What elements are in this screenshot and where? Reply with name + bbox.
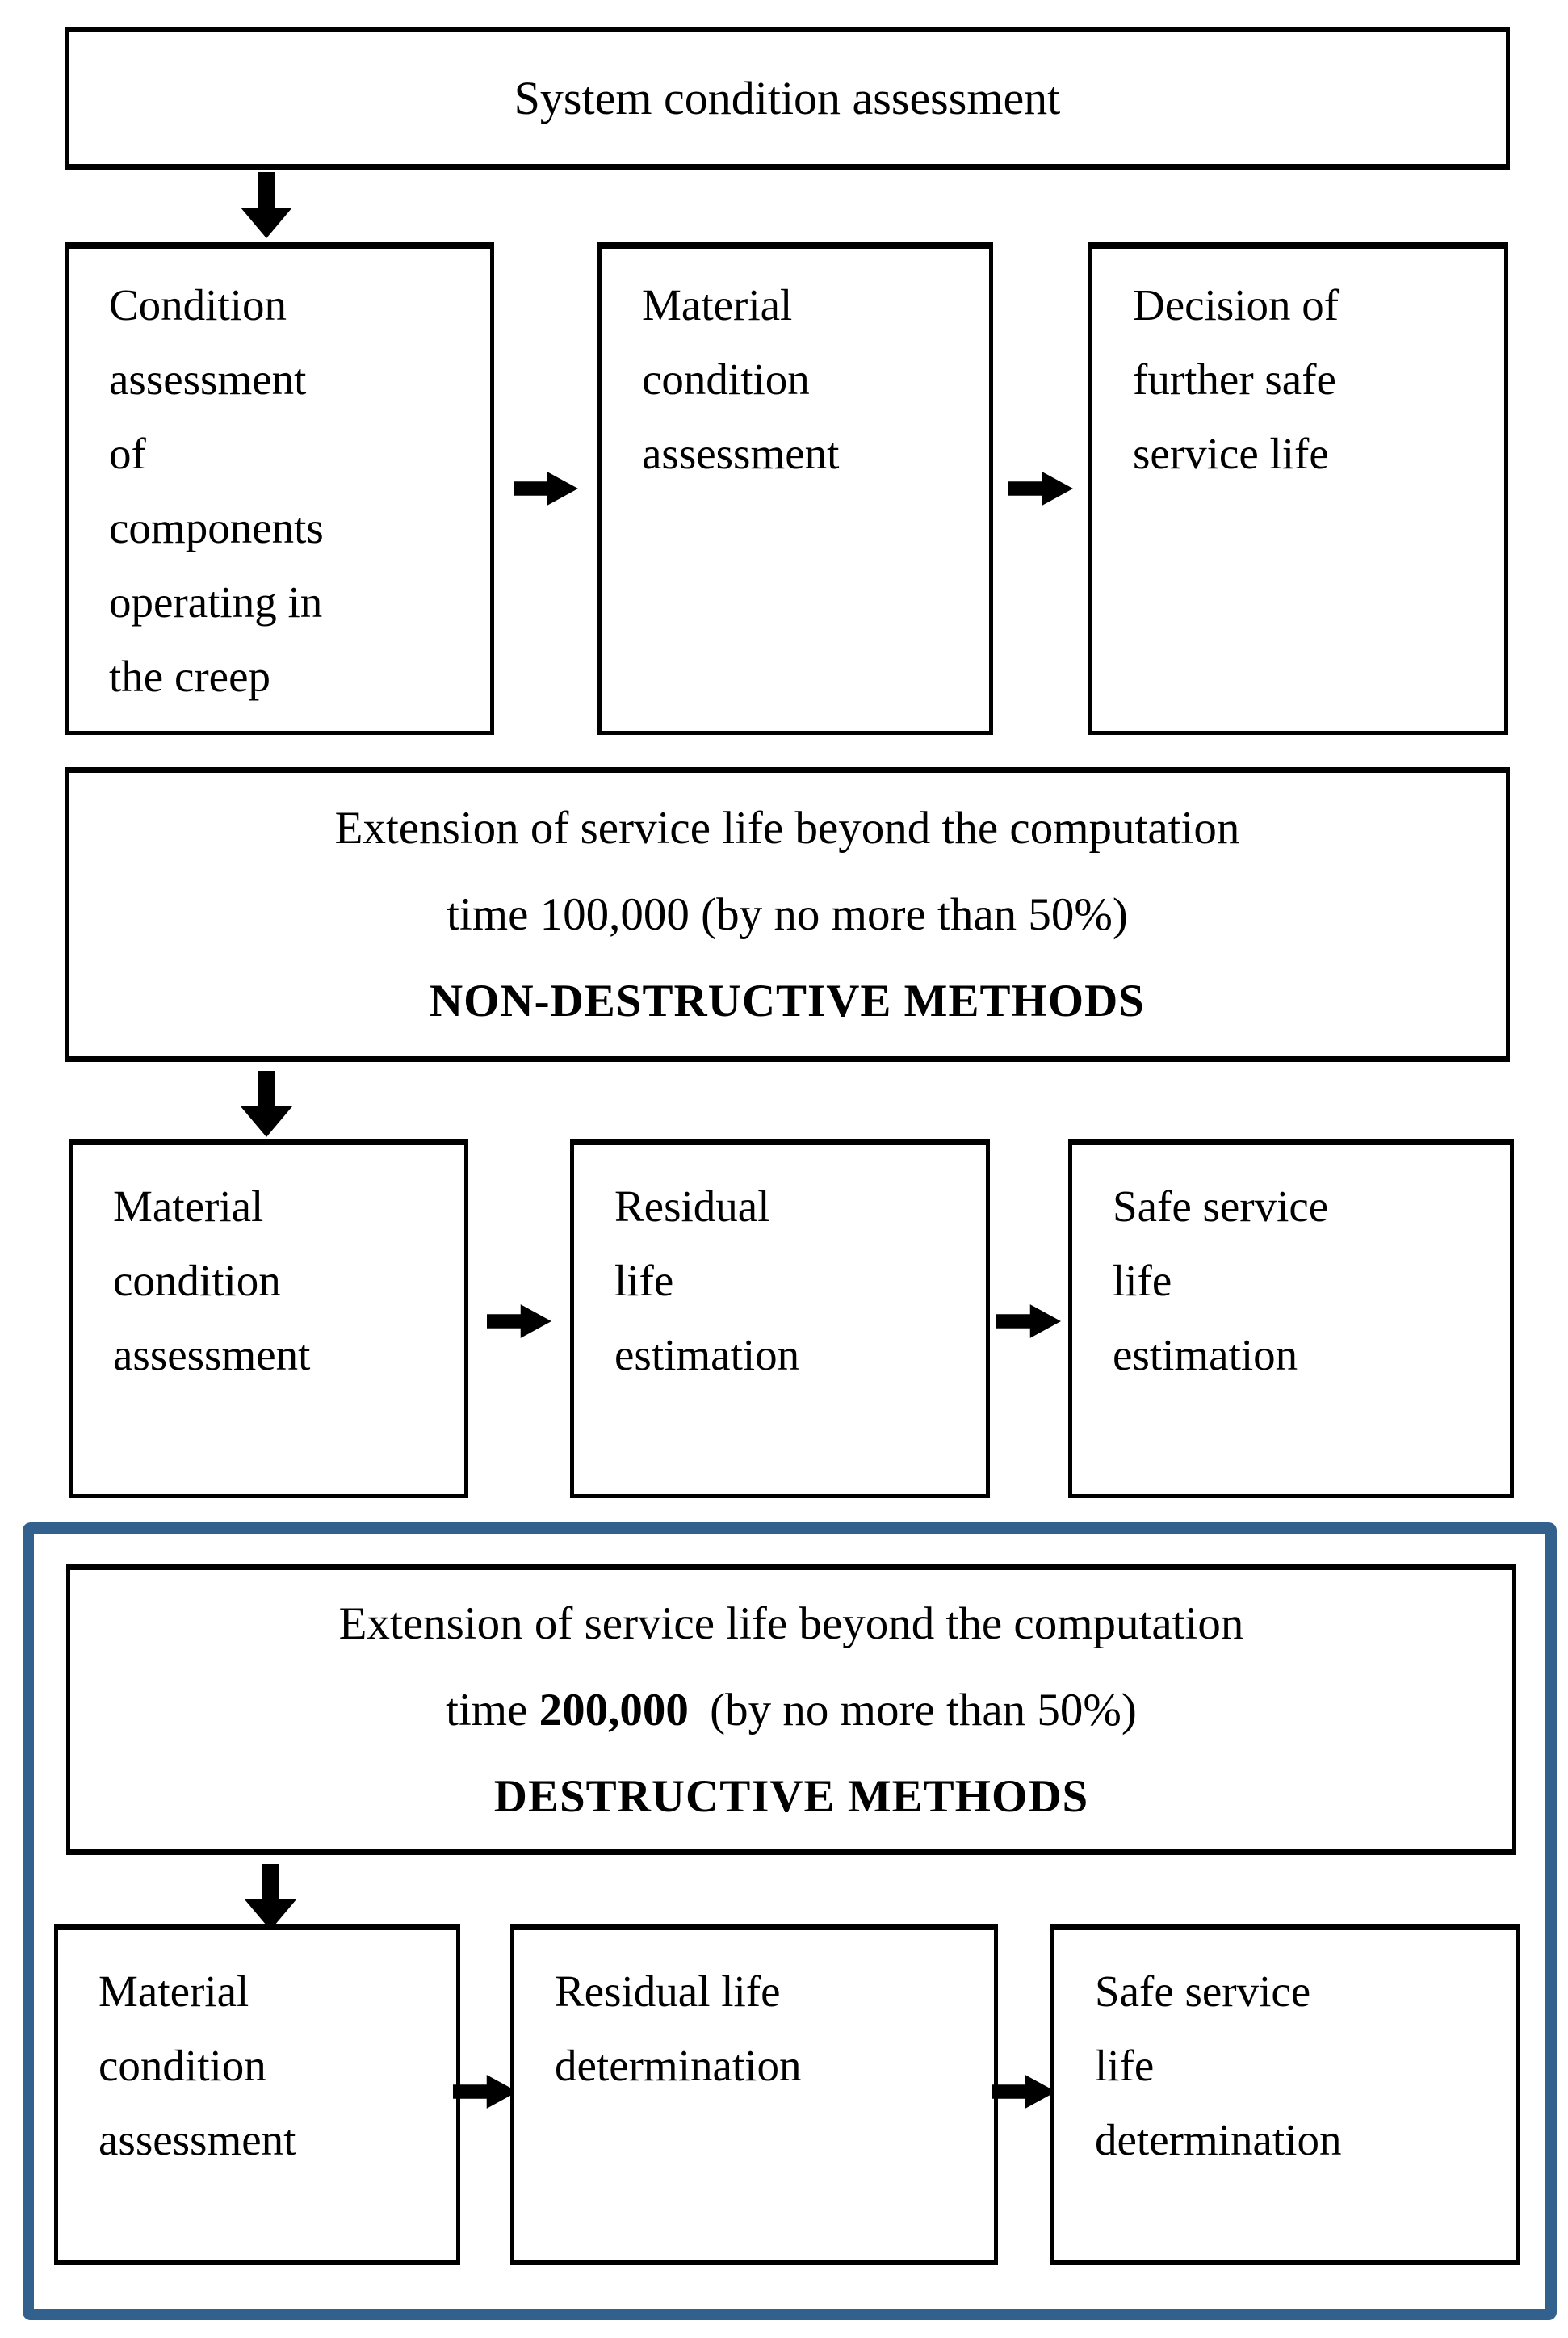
box-line: determination xyxy=(1095,2115,1342,2164)
down-arrow-icon xyxy=(245,1864,296,1930)
box-line: components xyxy=(109,503,324,552)
right-arrow-icon xyxy=(514,472,578,506)
box-line: Residual xyxy=(614,1182,770,1231)
destructive-methods-highlight-frame xyxy=(23,1522,1557,2320)
box-line: life xyxy=(1113,1256,1172,1305)
right-arrow-icon xyxy=(453,2075,518,2109)
box-line: estimation xyxy=(614,1330,800,1379)
band-destructive-methods: Extension of service life beyond the com… xyxy=(66,1564,1516,1855)
box-line: Material xyxy=(113,1182,264,1231)
box-safe-service-life-determination: Safe service life determination xyxy=(1050,1924,1520,2265)
box-line: Condition xyxy=(109,280,287,330)
box-line: assessment xyxy=(99,2115,296,2164)
box-line: of xyxy=(109,429,146,478)
box-residual-life-estimation: Residual life estimation xyxy=(570,1139,990,1498)
box-line: assessment xyxy=(113,1330,311,1379)
box-line: condition xyxy=(642,355,810,404)
box-decision-of-further-safe-service-life: Decision of further safe service life xyxy=(1088,242,1508,735)
box-line: condition xyxy=(113,1256,281,1305)
band-line-suffix: (by no more than 50%) xyxy=(698,1684,1137,1736)
box-line: service life xyxy=(1133,429,1329,478)
box-system-condition-assessment: System condition assessment xyxy=(65,27,1510,170)
box-line: condition xyxy=(99,2041,266,2090)
box-material-condition-assessment-1: Material condition assessment xyxy=(597,242,993,735)
down-arrow-icon xyxy=(241,172,292,238)
box-residual-life-determination: Residual life determination xyxy=(510,1924,998,2265)
box-material-condition-assessment-2: Material condition assessment xyxy=(69,1139,468,1498)
right-arrow-icon xyxy=(996,1304,1061,1338)
band-line: time 100,000 (by no more than 50%) xyxy=(447,871,1128,958)
box-line: Residual life xyxy=(555,1967,781,2016)
box-line: life xyxy=(1095,2041,1155,2090)
box-line: Safe service xyxy=(1095,1967,1311,2016)
box-line: the creep xyxy=(109,652,270,701)
box-line: assessment xyxy=(642,429,840,478)
box-line: Material xyxy=(99,1967,249,2016)
box-line: estimation xyxy=(1113,1330,1298,1379)
computation-time-value: 200,000 xyxy=(539,1684,689,1736)
band-line-suffix: (by no more than 50%) xyxy=(689,889,1128,940)
box-line: further safe xyxy=(1133,355,1336,404)
box-line: Material xyxy=(642,280,793,330)
right-arrow-icon xyxy=(992,2075,1056,2109)
box-line: Decision of xyxy=(1133,280,1340,330)
band-methods-label: NON-DESTRUCTIVE METHODS xyxy=(429,976,1146,1026)
band-methods-label: DESTRUCTIVE METHODS xyxy=(493,1770,1089,1822)
box-line: determination xyxy=(555,2041,802,2090)
box-material-condition-assessment-3: Material condition assessment xyxy=(54,1924,460,2265)
box-line: assessment xyxy=(109,355,307,404)
box-line: life xyxy=(614,1256,674,1305)
band-line: time 200,000 (by no more than 50%) xyxy=(446,1667,1137,1753)
band-line-prefix: time xyxy=(446,1684,539,1736)
box-line: Safe service xyxy=(1113,1182,1329,1231)
band-line-prefix: time xyxy=(447,889,540,940)
box-line: operating in xyxy=(109,577,323,627)
band-line: Extension of service life beyond the com… xyxy=(338,1597,1244,1649)
band-non-destructive-methods: Extension of service life beyond the com… xyxy=(65,767,1510,1062)
box-safe-service-life-estimation: Safe service life estimation xyxy=(1068,1139,1514,1498)
computation-time-value: 100,000 xyxy=(539,889,690,940)
down-arrow-icon xyxy=(241,1071,292,1137)
right-arrow-icon xyxy=(487,1304,551,1338)
box-condition-assessment-of-components: Condition assessment of components operating… xyxy=(65,242,494,735)
band-line: Extension of service life beyond the com… xyxy=(334,803,1240,854)
right-arrow-icon xyxy=(1008,472,1073,506)
